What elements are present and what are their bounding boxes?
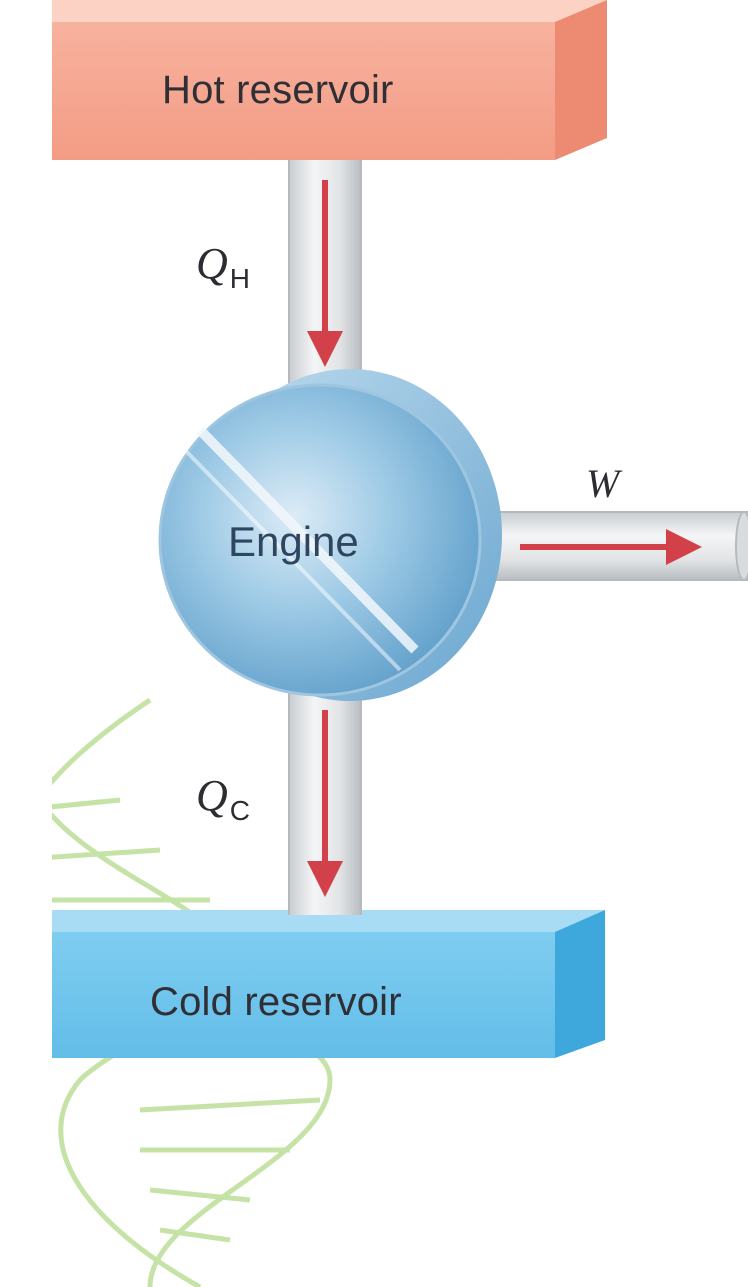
heat-in-subscript: H <box>229 263 251 294</box>
cold-reservoir <box>52 910 605 1058</box>
engine-label: Engine <box>228 518 359 565</box>
heat-out-subscript: C <box>229 795 251 826</box>
heat-in-label: QH <box>196 238 250 294</box>
engine <box>158 369 502 701</box>
cold-reservoir-label: Cold reservoir <box>150 980 402 1024</box>
heat-in-symbol: Q <box>196 239 228 288</box>
work-label: W <box>586 461 620 506</box>
left-margin <box>0 0 52 1060</box>
hot-reservoir-label: Hot reservoir <box>162 68 394 112</box>
hot-reservoir <box>52 0 607 160</box>
heat-out-label: QC <box>196 770 250 826</box>
heat-out-symbol: Q <box>196 771 228 820</box>
